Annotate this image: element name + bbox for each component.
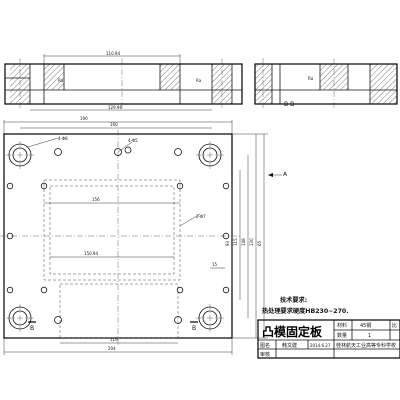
material-label: 材料 (337, 322, 347, 329)
title-block-frame (257, 319, 400, 359)
plan-view: 190 160 (0, 116, 288, 355)
quantity-label: 数量 (337, 332, 347, 339)
top-section-outline (4, 63, 243, 105)
dim-v-65: 65 (257, 240, 262, 246)
callout-hole-dia-top: 4-Φ8 (58, 136, 68, 141)
small-holes (6, 146, 230, 324)
callout-hole-dia-mid: 4-Φ5 (128, 138, 138, 143)
drawing-date: 2014.6.27 (310, 343, 331, 348)
top-section-view: 110.94 129.96 Ra Ra (4, 51, 243, 111)
section-hatch-mid-right (160, 64, 180, 90)
bottom-relief-hidden (59, 283, 179, 339)
dim-top-width: 110.94 (106, 51, 120, 56)
reviewer-label: 审核 (260, 351, 270, 358)
dim-v-148: 148 (241, 238, 246, 246)
designer-name: 韩文建 (282, 342, 297, 349)
callout-hole-dia-right: 2-Φ7 (196, 214, 206, 219)
title-block: 凸模固定板 材料 45钢 比 数量 1 图名 韩文建 2014.6.27 审核 … (257, 319, 400, 359)
dim-inner-width: 156 (92, 197, 100, 202)
dim-base-width: 204 (108, 346, 116, 351)
dim-bottom-width: 129.96 (108, 105, 122, 110)
quantity-value: 1 (368, 333, 371, 339)
dim-overall-width: 190 (80, 116, 88, 121)
section-mark-left: B (30, 325, 34, 332)
section-label: B-B (284, 101, 294, 108)
scale-label: 比 (392, 322, 397, 329)
part-name: 凸模固定板 (262, 324, 323, 339)
dim-hole-spacing: 160 (110, 122, 118, 127)
dim-v-115: 115 (233, 238, 238, 246)
side-section-view: Ra B-B (254, 58, 398, 110)
surface-mark-2: Ra (196, 78, 202, 83)
side-hatch-right (370, 64, 397, 104)
side-hatch-left (255, 64, 272, 104)
corner-hole-tr (196, 141, 224, 169)
tech-requirements: 技术要求: 热处理要求硬度HB230~270. (262, 296, 349, 315)
corner-hole-br (196, 304, 224, 332)
side-surface-mark: Ra (308, 76, 314, 81)
dim-v-130: 130 (249, 238, 254, 246)
dim-v-15: 15 (212, 262, 218, 267)
dim-cavity-width: 150.94 (84, 251, 98, 256)
cavity-hidden-outline (43, 179, 181, 281)
dim-v-93: 93 (225, 240, 230, 246)
view-arrow-head (268, 173, 273, 177)
designer-label: 图名 (260, 342, 270, 349)
school-name: 桂林航天工业高等专科学校 (336, 342, 396, 349)
section-hatch-mid-left (44, 64, 64, 90)
corner-hole-tl (6, 141, 34, 169)
section-mark-right: B (192, 325, 196, 332)
corner-hole-bl (6, 304, 34, 332)
tech-notes-heading: 技术要求: (280, 296, 307, 304)
dim-bottom-width-plan: 119 (110, 337, 118, 342)
material-value: 45钢 (360, 322, 371, 329)
tech-notes-line1: 热处理要求硬度HB230~270. (262, 307, 349, 315)
surface-mark-1: Ra (58, 78, 64, 83)
view-arrow-label: A (283, 171, 288, 178)
